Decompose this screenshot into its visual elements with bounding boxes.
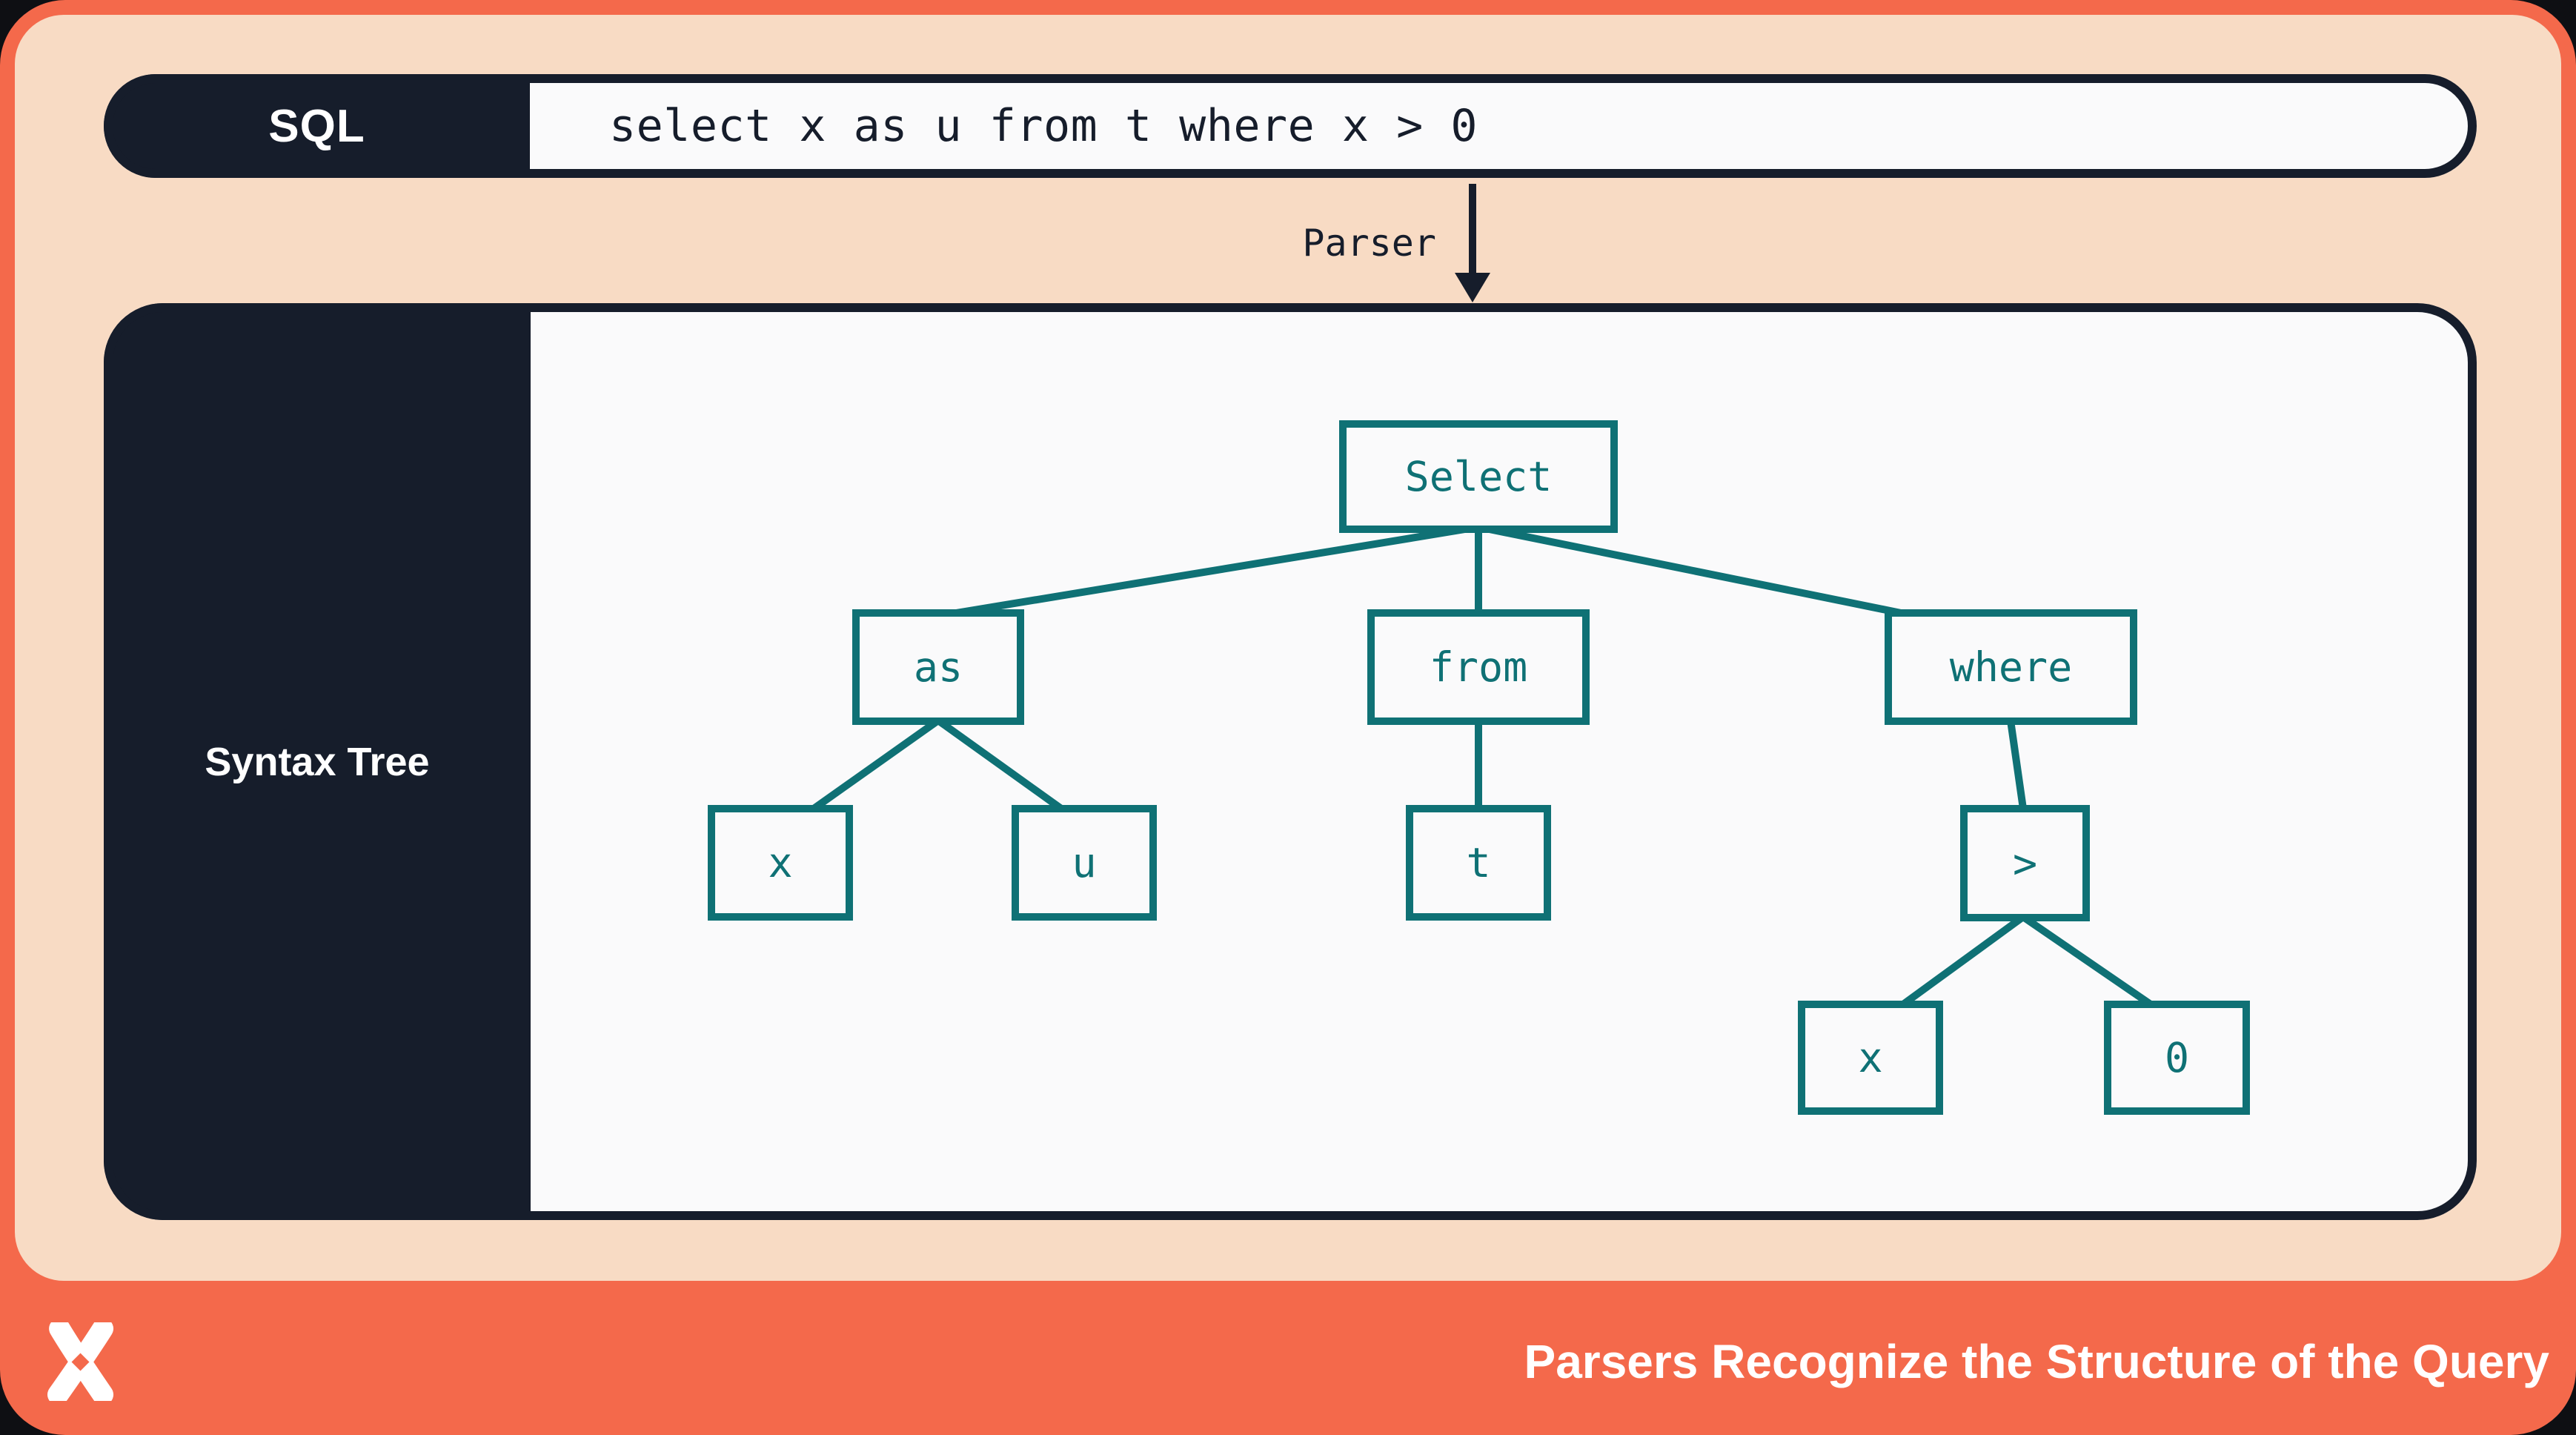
tree-node-x-left: x [708, 805, 853, 921]
tree-node-greater-than: > [1960, 805, 2090, 921]
tree-node-where: where [1885, 609, 2137, 725]
edge-gt-zero [2021, 913, 2153, 1008]
syntax-tree-sidebar: Syntax Tree [104, 303, 531, 1220]
tree-node-t: t [1406, 805, 1551, 921]
sql-query-text: select x as u from t where x > 0 [609, 100, 1478, 152]
tree-node-from: from [1367, 609, 1590, 725]
syntax-tree-panel: Syntax Tree Select as from where x u t >… [104, 303, 2477, 1220]
syntax-tree-label: Syntax Tree [205, 739, 430, 784]
edge-where-gt [2007, 720, 2027, 809]
tree-node-u: u [1012, 805, 1157, 921]
tree-edges [811, 523, 2153, 1008]
tree-node-as: as [852, 609, 1024, 725]
pinwheel-x-logo-icon [47, 1322, 114, 1401]
edge-gt-x [1901, 913, 2025, 1008]
edge-as-x [811, 717, 940, 812]
tree-node-zero: 0 [2104, 1001, 2250, 1115]
tree-node-x-right: x [1798, 1001, 1943, 1115]
parser-arrow-line [1469, 184, 1476, 276]
edge-as-u [936, 717, 1063, 812]
parser-arrow-head-icon [1455, 273, 1490, 302]
parser-label: Parser [1302, 222, 1436, 265]
edge-select-where [1478, 523, 1902, 617]
footer-title: Parsers Recognize the Structure of the Q… [1524, 1335, 2550, 1388]
sql-bar: SQL select x as u from t where x > 0 [104, 74, 2477, 178]
edge-select-as [955, 523, 1479, 617]
sql-bar-label-section: SQL [104, 74, 530, 178]
sql-bar-label: SQL [268, 100, 365, 152]
tree-node-select: Select [1339, 420, 1618, 533]
